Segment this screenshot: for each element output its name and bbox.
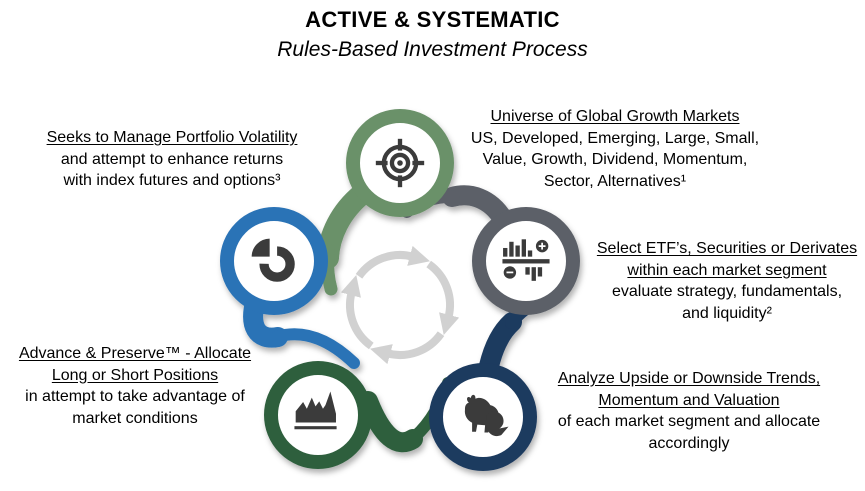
slide-title: ACTIVE & SYSTEMATIC Rules-Based Investme… [0,7,865,62]
cycle-arc [426,260,460,335]
swoosh-tail-analyze [479,312,522,376]
text-line: and liquidity² [682,304,772,322]
text-line: market conditions [72,409,198,427]
swoosh-tail-universe [321,243,338,296]
text-line: with index futures and options³ [63,172,281,189]
title-main: ACTIVE & SYSTEMATIC [305,7,560,32]
step-text-advance: Advance & Preserve™ - Allocate Long or S… [0,343,285,429]
title-subtitle: Rules-Based Investment Process [277,38,588,61]
text-line: of each market segment and allocate [557,413,821,430]
text-line: Seeks to Manage Portfolio Volatility [46,129,298,146]
text-line: Advance & Preserve™ - Allocate [18,345,252,362]
cycle-arc [355,245,430,279]
text-line: Momentum and Valuation [598,391,780,409]
cycle-arc [370,331,445,365]
text-line: Long or Short Positions [51,366,219,384]
text-line: Value, Growth, Dividend, Momentum, [482,151,748,168]
text-line: US, Developed, Emerging, Large, Small, [470,129,760,147]
swoosh-tail-volatility [270,328,360,369]
text-line: within each market segment [627,261,827,279]
text-line: in attempt to take advantage of [25,388,245,405]
step-text-analyze: Analyze Upside or Downside Trends, Momen… [539,368,839,454]
text-line: Select ETF’s, Securities or Derivates [596,240,858,257]
step-text-volatility: Seeks to Manage Portfolio Volatility and… [22,127,322,192]
bull-bear-icon [464,394,509,437]
text-line: Sector, Alternatives¹ [543,172,687,190]
text-line: evaluate strategy, fundamentals, [611,283,843,300]
text-line: and attempt to enhance returns [60,150,284,168]
area-chart-icon [294,391,337,430]
step-text-universe: Universe of Global Growth Markets US, De… [465,106,765,192]
text-line: Analyze Upside or Downside Trends, [557,370,821,387]
bar-chart-plus-minus-icon [502,239,550,281]
ring-volatility [220,207,328,315]
cycle-arrows-icon [340,245,460,365]
text-line: accordingly [648,434,730,452]
step-text-select: Select ETF’s, Securities or Derivates wi… [577,238,865,324]
target-icon [375,138,425,188]
pie-chart-icon [251,238,295,282]
cycle-arc [340,275,374,350]
text-line: Universe of Global Growth Markets [490,108,740,125]
